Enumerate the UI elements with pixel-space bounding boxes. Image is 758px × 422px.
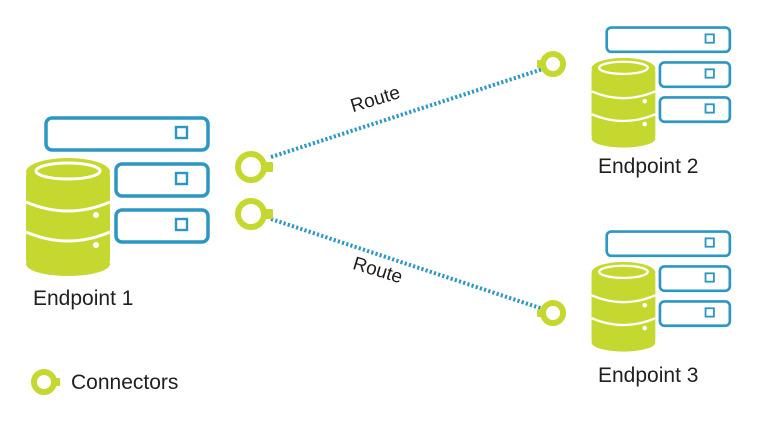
endpoint-1-server-icon xyxy=(24,116,210,278)
endpoint-3-server-icon xyxy=(590,230,732,353)
endpoint-2-server-icon xyxy=(590,26,732,149)
connector-icon-endpoint1-bottom xyxy=(238,201,273,227)
connector-icon-endpoint2 xyxy=(537,51,566,77)
route-label-2: Route xyxy=(350,253,405,288)
endpoint-1-label: Endpoint 1 xyxy=(33,287,133,310)
route-line-1 xyxy=(270,66,547,159)
endpoint-2-label: Endpoint 2 xyxy=(598,155,698,178)
route-line-2 xyxy=(270,217,547,312)
legend-connector-icon xyxy=(31,369,60,395)
endpoint-3-label: Endpoint 3 xyxy=(598,364,698,387)
route-label-1: Route xyxy=(348,82,403,117)
legend-label: Connectors xyxy=(71,371,178,394)
connector-icon-endpoint3 xyxy=(537,300,566,326)
connector-icon-endpoint1-top xyxy=(238,154,273,180)
